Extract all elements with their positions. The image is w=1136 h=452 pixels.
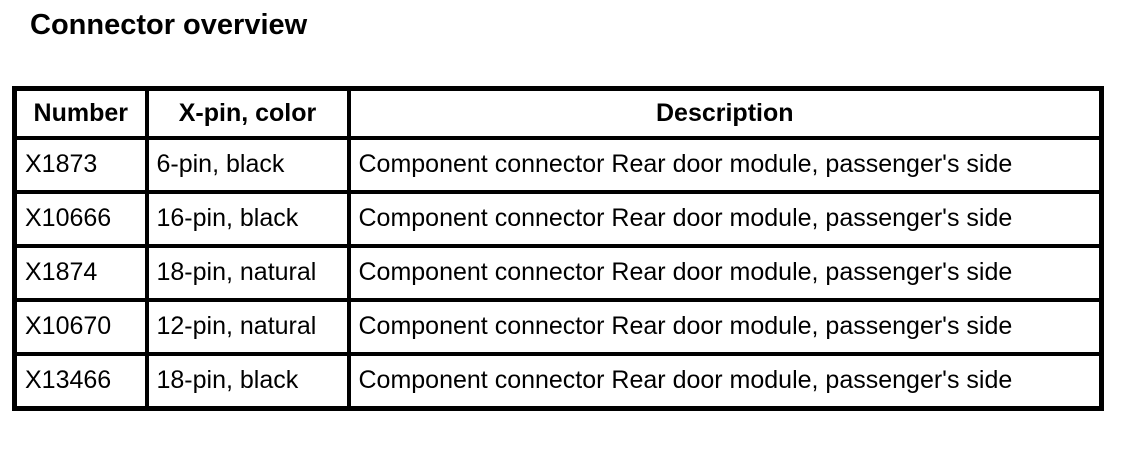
- table-row: X10666 16-pin, black Component connector…: [12, 189, 1104, 248]
- table-row: X10670 12-pin, natural Component connect…: [12, 297, 1104, 356]
- cell-pin-color: 12-pin, natural: [144, 297, 351, 356]
- cell-pin-color: 16-pin, black: [144, 189, 351, 248]
- page-title: Connector overview: [30, 9, 308, 41]
- cell-number: X13466: [12, 351, 149, 411]
- cell-description: Component connector Rear door module, pa…: [346, 351, 1104, 411]
- cell-pin-color: 6-pin, black: [144, 135, 351, 194]
- cell-description: Component connector Rear door module, pa…: [346, 297, 1104, 356]
- table-row: X1874 18-pin, natural Component connecto…: [12, 243, 1104, 302]
- cell-number: X1874: [12, 243, 149, 302]
- table-header-row: Number X-pin, color Description: [12, 86, 1104, 140]
- cell-number: X1873: [12, 135, 149, 194]
- table-row: X1873 6-pin, black Component connector R…: [12, 135, 1104, 194]
- column-header-number: Number: [12, 86, 149, 140]
- cell-pin-color: 18-pin, black: [144, 351, 351, 411]
- column-header-pin-color: X-pin, color: [144, 86, 351, 140]
- cell-description: Component connector Rear door module, pa…: [346, 243, 1104, 302]
- cell-description: Component connector Rear door module, pa…: [346, 189, 1104, 248]
- cell-number: X10670: [12, 297, 149, 356]
- table-row: X13466 18-pin, black Component connector…: [12, 351, 1104, 411]
- cell-number: X10666: [12, 189, 149, 248]
- cell-pin-color: 18-pin, natural: [144, 243, 351, 302]
- cell-description: Component connector Rear door module, pa…: [346, 135, 1104, 194]
- connector-overview-table: Number X-pin, color Description X1873 6-…: [12, 85, 1104, 411]
- column-header-description: Description: [346, 86, 1104, 140]
